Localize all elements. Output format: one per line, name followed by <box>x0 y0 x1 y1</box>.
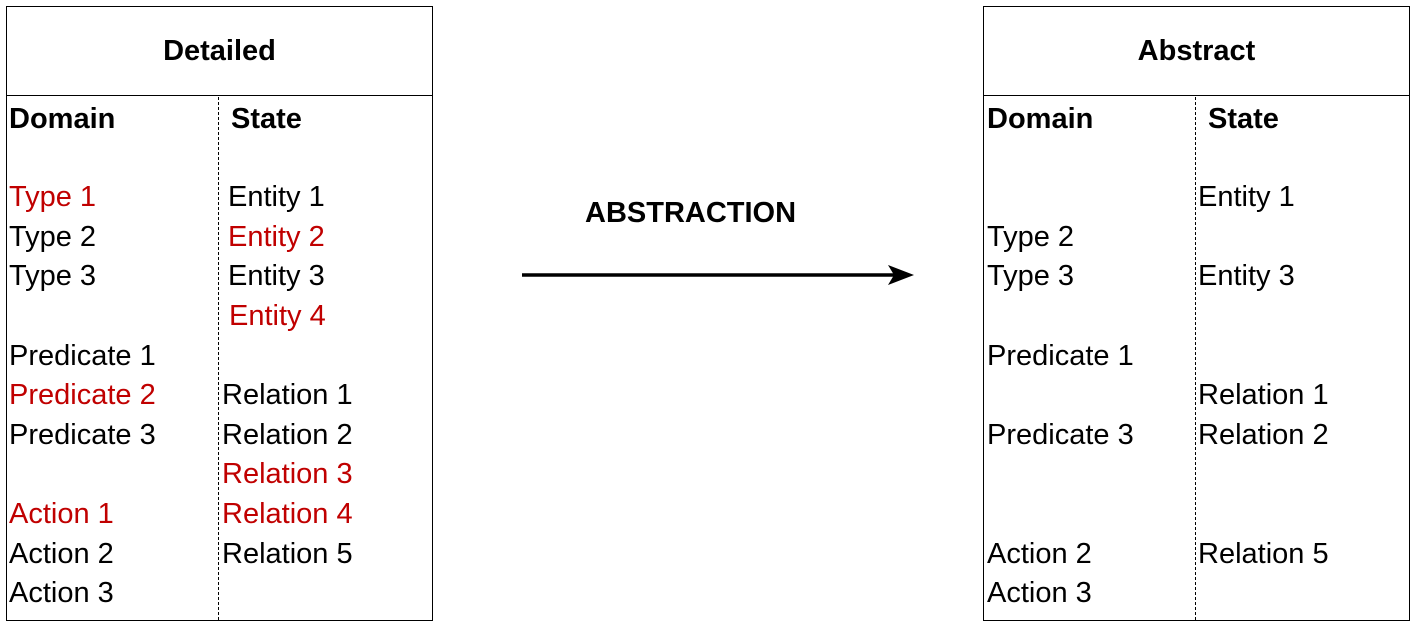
detailed-state-item: Relation 5 <box>222 538 353 570</box>
detailed-domain-item: Predicate 1 <box>9 340 156 372</box>
detailed-state-item: Entity 4 <box>229 300 326 332</box>
abstract-domain-item: Action 2 <box>987 538 1092 570</box>
detailed-state-item: Relation 2 <box>222 419 353 451</box>
detailed-domain-item: Type 3 <box>9 260 97 292</box>
abstract-domain-item: Action 3 <box>987 577 1092 609</box>
detailed-panel-title: Detailed <box>7 7 432 96</box>
right-arrow-icon <box>522 265 914 285</box>
abstract-state-item: Relation 2 <box>1198 419 1329 451</box>
detailed-domain-item: Action 2 <box>9 538 114 570</box>
detailed-domain-item: Type 1 <box>9 181 97 213</box>
detailed-state-header: State <box>231 103 302 135</box>
detailed-state-item: Entity 1 <box>228 181 325 213</box>
detailed-domain-header: Domain <box>9 103 116 135</box>
abstract-domain-item: Predicate 3 <box>987 419 1134 451</box>
detailed-state-item: Relation 3 <box>222 458 353 490</box>
abstract-column-divider <box>1195 97 1196 620</box>
detailed-domain-item: Predicate 2 <box>9 379 156 411</box>
detailed-state-item: Relation 1 <box>222 379 353 411</box>
abstract-domain-item: Predicate 1 <box>987 340 1134 372</box>
abstract-panel: Abstract Domain State Type 2 Type 3 Pred… <box>983 6 1410 621</box>
abstract-state-item: Entity 1 <box>1198 181 1295 213</box>
detailed-column-divider <box>218 97 219 620</box>
abstract-panel-title: Abstract <box>984 7 1409 96</box>
detailed-state-item: Entity 2 <box>228 221 325 253</box>
abstract-state-item: Relation 1 <box>1198 379 1329 411</box>
detailed-domain-item: Type 2 <box>9 221 97 253</box>
detailed-domain-item: Action 1 <box>9 498 114 530</box>
detailed-state-item: Relation 4 <box>222 498 353 530</box>
detailed-state-item: Entity 3 <box>228 260 325 292</box>
abstract-state-header: State <box>1208 103 1279 135</box>
abstract-domain-item: Type 2 <box>987 221 1075 253</box>
abstraction-label: ABSTRACTION <box>585 197 797 229</box>
abstract-domain-header: Domain <box>987 103 1094 135</box>
abstract-domain-item: Type 3 <box>987 260 1075 292</box>
abstract-state-item: Relation 5 <box>1198 538 1329 570</box>
detailed-domain-item: Predicate 3 <box>9 419 156 451</box>
detailed-panel: Detailed Domain State Type 1 Type 2 Type… <box>6 6 433 621</box>
abstract-state-item: Entity 3 <box>1198 260 1295 292</box>
detailed-domain-item: Action 3 <box>9 577 114 609</box>
